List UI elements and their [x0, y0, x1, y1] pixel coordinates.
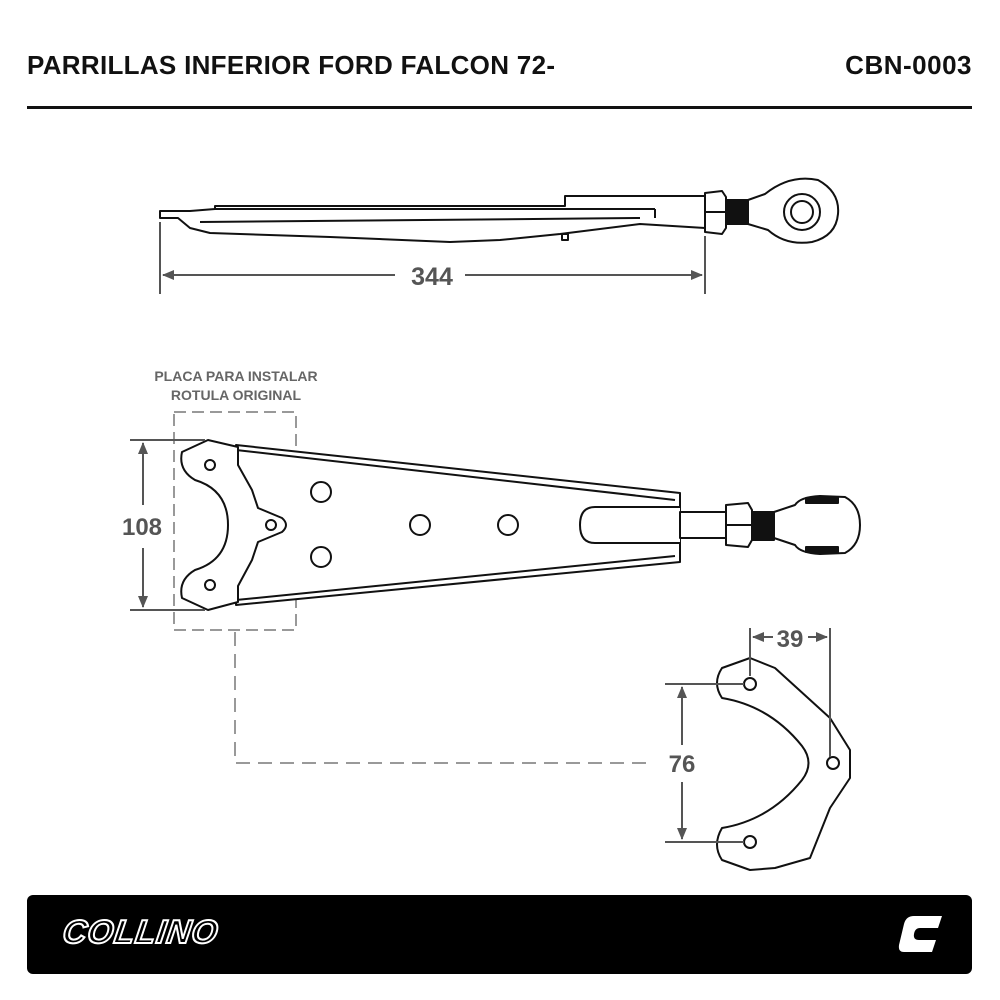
- top-sleeve: [579, 506, 680, 544]
- top-rod-end: [773, 495, 861, 555]
- note-line-2: ROTULA ORIGINAL: [171, 387, 302, 403]
- top-thread: [751, 511, 775, 541]
- detail-plate: [716, 657, 851, 871]
- dimension-label-108: 108: [122, 514, 162, 541]
- side-eye-inner: [790, 200, 814, 224]
- arm-hole: [310, 546, 332, 568]
- dimension-label-39: 39: [777, 626, 804, 653]
- detail-leader: [234, 632, 650, 764]
- brand-logo-text: COLLINO: [59, 912, 222, 951]
- header: PARRILLAS INFERIOR FORD FALCON 72- CBN-0…: [27, 50, 972, 86]
- arm-hole: [310, 481, 332, 503]
- part-code: CBN-0003: [845, 50, 972, 80]
- plate-dashed-box: [173, 411, 297, 631]
- dimension-76: 76: [665, 683, 744, 843]
- arm-hole: [409, 514, 431, 536]
- dimension-344: 344: [159, 222, 706, 294]
- collino-c-logo-icon: [898, 916, 942, 952]
- side-view: [159, 177, 840, 244]
- header-divider: [27, 106, 972, 109]
- dimension-39: 39: [749, 626, 831, 757]
- page-title: PARRILLAS INFERIOR FORD FALCON 72-: [27, 50, 556, 80]
- ball-joint-plate: [180, 439, 287, 611]
- top-rod: [679, 511, 727, 539]
- side-thread: [725, 199, 749, 225]
- footer-bar: COLLINO: [27, 895, 972, 974]
- dimension-108: 108: [122, 439, 205, 611]
- note-line-1: PLACA PARA INSTALAR: [154, 368, 317, 384]
- dimension-label-76: 76: [669, 751, 696, 778]
- dimension-label-344: 344: [411, 263, 453, 291]
- arm-hole: [497, 514, 519, 536]
- top-view: [180, 439, 861, 611]
